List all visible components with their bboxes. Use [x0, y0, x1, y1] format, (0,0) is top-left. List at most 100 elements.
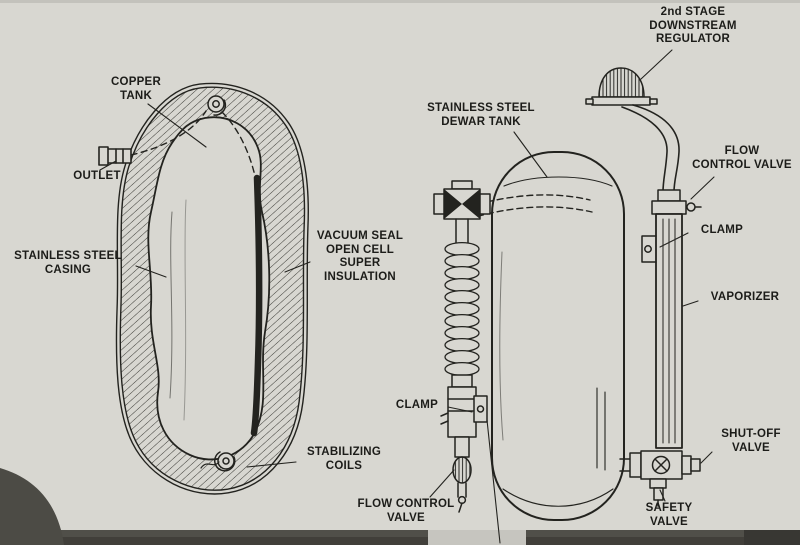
internal-pickup-tube: [596, 387, 606, 471]
nozzle-body: [106, 148, 132, 164]
handwheel-cross: [654, 458, 668, 472]
valve-handle-tick: [440, 420, 449, 425]
inner-wall-shade-line: [183, 199, 187, 421]
corrugated-hose: [444, 241, 480, 377]
clamp-lower-drawing: [473, 395, 488, 423]
fitting-flange: [433, 193, 445, 215]
valve-handle-tick: [440, 412, 449, 417]
leader-vaporizer: [682, 300, 699, 307]
clamp-bracket: [641, 235, 657, 263]
top-coil-fitting: [207, 95, 227, 116]
fitting-flange: [479, 193, 491, 215]
hose-rib: [444, 349, 480, 365]
leader-dewar-tank: [513, 131, 548, 178]
label-stainless-steel-casing: STAINLESS STEEL CASING: [14, 250, 122, 276]
label-vacuum-seal-insulation: VACUUM SEAL OPEN CELL SUPER INSULATION: [316, 230, 404, 283]
label-vaporizer: VAPORIZER: [710, 291, 780, 303]
fitting-top-nub: [451, 180, 473, 190]
valve-body: [640, 450, 683, 480]
regulator-nub: [585, 98, 594, 105]
inner-wall-shade-line: [169, 211, 173, 399]
valve-side-knob: [686, 202, 696, 212]
leader-casing: [135, 265, 167, 278]
hose-rib: [444, 325, 480, 341]
valve-body: [651, 200, 687, 215]
leader-shut-off-valve: [700, 451, 713, 464]
label-shut-off-valve: SHUT-OFF VALVE: [721, 428, 781, 454]
tank-top-seam: [503, 176, 613, 187]
label-flow-control-valve-upper: FLOW CONTROL VALVE: [692, 145, 792, 171]
stabilizing-coil-drawing: [200, 451, 236, 472]
valve-cap: [657, 189, 681, 202]
label-stainless-steel-dewar-tank: STAINLESS STEEL DEWAR TANK: [427, 102, 535, 128]
valve-connector: [451, 374, 473, 388]
nozzle-cap: [98, 146, 109, 166]
regulator-drawing: [585, 67, 658, 106]
coil-loop: [212, 100, 220, 108]
leader-insulation: [284, 261, 311, 273]
label-stabilizing-coils: STABILIZING COILS: [306, 446, 382, 472]
coil-loop: [217, 452, 235, 470]
leader-regulator: [640, 49, 673, 80]
leader-flow-control-upper: [690, 176, 715, 200]
coil-loop: [213, 99, 227, 116]
clamp-bolt: [476, 405, 485, 413]
leader-stabilizing-coils: [246, 461, 297, 468]
tank-inner-shade: [499, 251, 504, 441]
label-safety-valve: SAFETY VALVE: [645, 502, 693, 528]
leader-clamp-upper: [659, 232, 689, 248]
valve-outlet-tick: [458, 502, 463, 513]
dewar-tank-body: [491, 151, 625, 521]
leader-lines-left: [99, 103, 311, 468]
valve-flange: [629, 452, 642, 478]
assembly-drawing: [429, 49, 715, 544]
scan-bottom-light-notch: [428, 530, 526, 545]
leader-lines-right: [429, 49, 715, 502]
leader-clamp-lower: [447, 406, 473, 413]
leader-safety-valve: [659, 489, 666, 502]
leader-flow-control-lower: [429, 469, 455, 498]
leader-copper-tank: [147, 103, 207, 148]
scan-corner-shadow: [0, 468, 64, 545]
scan-top-edge: [0, 0, 800, 3]
bottom-leader-line: [486, 419, 501, 544]
clamp-upper-drawing: [641, 235, 657, 263]
regulator-nub: [649, 98, 658, 105]
safety-valve-drawing: [649, 478, 667, 507]
copper-tank-outline: [147, 116, 271, 461]
hose-rib: [444, 277, 480, 293]
flow-control-valve-upper-drawing: [651, 189, 702, 215]
cross-section-drawing: [98, 82, 311, 495]
hose-rib: [444, 289, 480, 305]
tube-line: [632, 104, 680, 193]
fill-line-dashed: [130, 110, 207, 156]
tank-bottom-seam: [502, 488, 614, 507]
valve-end-cap: [690, 458, 701, 472]
scan-bottom-band-dark: [0, 537, 800, 545]
label-clamp-upper: CLAMP: [700, 224, 744, 236]
coil-loop: [214, 451, 236, 472]
safety-valve-neck: [649, 478, 667, 489]
leader-outlet: [99, 160, 117, 171]
dip-tube-shadow: [250, 174, 263, 437]
hose-rib: [444, 241, 480, 257]
label-copper-tank: COPPER TANK: [110, 76, 162, 102]
coil-loop: [207, 95, 225, 113]
regulator-base: [591, 96, 651, 106]
valve-stem: [454, 436, 470, 458]
fitting-bowtie: [444, 189, 462, 219]
scan-bottom-right-dark: [744, 530, 800, 545]
label-clamp-lower: CLAMP: [395, 399, 439, 411]
valve-bulb: [452, 456, 472, 484]
hose-rib: [444, 301, 480, 317]
label-flow-control-valve-lower: FLOW CONTROL VALVE: [357, 498, 455, 524]
hose-rib: [444, 265, 480, 281]
clamp-bolt: [644, 245, 652, 253]
regulator-tube: [621, 104, 680, 193]
cross-fitting: [433, 180, 491, 220]
hose-rib: [444, 253, 480, 269]
clamp-bracket: [473, 395, 488, 423]
label-outlet: OUTLET: [73, 170, 121, 182]
